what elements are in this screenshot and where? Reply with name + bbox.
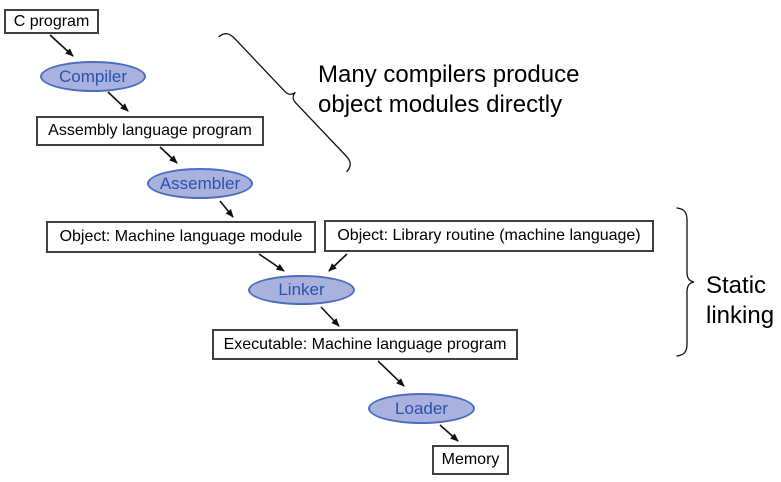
ellipse-compiler: Compiler	[40, 61, 146, 92]
box-assembly-label: Assembly language program	[48, 122, 252, 139]
box-object-library-routine: Object: Library routine (machine languag…	[324, 220, 654, 252]
box-c-program: C program	[4, 9, 99, 34]
annotation-static-linking-line1: Static	[706, 272, 767, 299]
arrow-linker-to-executable	[320, 306, 340, 327]
box-memory-label: Memory	[441, 451, 500, 468]
ellipse-compiler-label: Compiler	[58, 66, 128, 86]
annotation-many-compilers: Many compilers produce object modules di…	[318, 60, 579, 120]
arrow-compiler-to-assembly	[107, 91, 129, 112]
ellipse-loader: Loader	[368, 393, 475, 424]
ellipse-assembler: Assembler	[147, 168, 253, 199]
box-object-module-label: Object: Machine language module	[59, 228, 303, 245]
arrow-assembler-to-object	[219, 200, 234, 218]
arrow-assembly-to-assembler	[159, 146, 178, 164]
box-object-machine-language-module: Object: Machine language module	[46, 221, 316, 253]
arrow-executable-to-loader	[377, 360, 405, 387]
ellipse-linker-label: Linker	[278, 280, 325, 299]
ellipse-linker: Linker	[248, 275, 355, 305]
box-executable-label: Executable: Machine language program	[223, 335, 507, 353]
arrow-loader-to-memory	[439, 424, 459, 442]
annotation-static-linking: Static linking	[706, 271, 774, 331]
brace-static-linking	[676, 207, 695, 357]
annotation-many-compilers-line1: Many compilers produce	[318, 61, 580, 88]
annotation-static-linking-line2: linking	[706, 302, 775, 329]
arrow-object-to-linker	[258, 253, 285, 272]
box-library-label: Object: Library routine (machine languag…	[337, 227, 641, 244]
box-memory: Memory	[432, 445, 509, 475]
brace-many-compilers	[218, 33, 351, 173]
box-executable-machine-language-program: Executable: Machine language program	[212, 329, 518, 360]
box-c-program-label: C program	[13, 12, 90, 30]
ellipse-loader-label: Loader	[395, 398, 448, 418]
box-assembly-language-program: Assembly language program	[36, 116, 264, 146]
annotation-many-compilers-line2: object modules directly	[318, 91, 563, 118]
arrow-c-program-to-compiler	[49, 34, 74, 57]
ellipse-assembler-label: Assembler	[159, 173, 241, 193]
arrow-library-to-linker	[328, 253, 348, 272]
